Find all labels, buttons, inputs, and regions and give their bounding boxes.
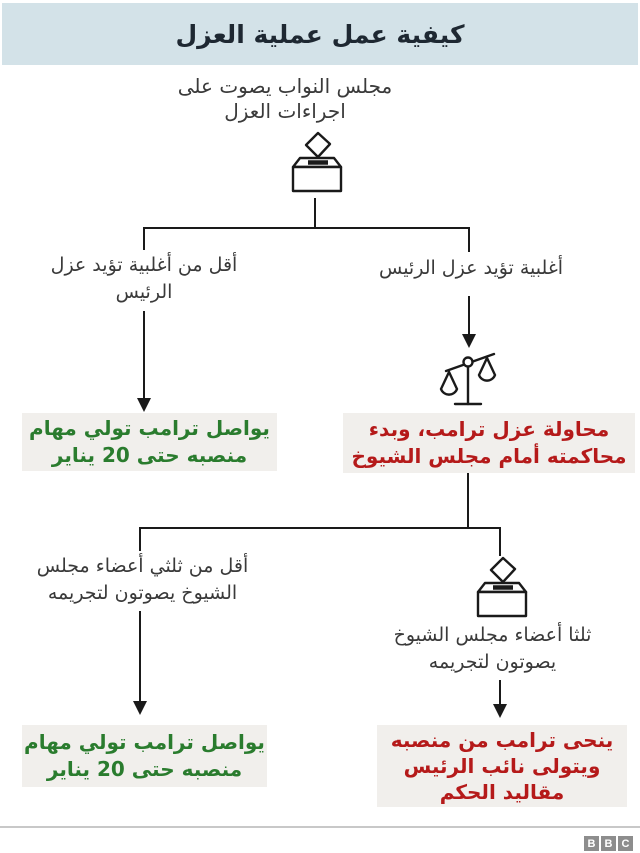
arrow-branch1-right-line — [468, 296, 470, 334]
arrow-branch2-left-line — [139, 611, 141, 701]
branch1-left-label: أقل من أغلبية تؤيد عزل الرئيس — [50, 254, 238, 303]
scales-of-justice-icon — [439, 352, 497, 406]
connector-branch-1 — [143, 227, 470, 229]
arrow-branch1-left-line — [143, 311, 145, 398]
title-bar: كيفية عمل عملية العزل — [2, 3, 638, 65]
connector-branch-2 — [139, 527, 501, 529]
ballot-box-icon — [476, 556, 528, 618]
arrow-branch2-right-line — [499, 680, 501, 704]
arrow-branch1-left-head — [137, 398, 151, 412]
connector-branch2-left-stub — [139, 527, 141, 551]
outcome-box-trump-stays-2: يواصل ترامب تولي مهام منصبه حتى 20 يناير — [22, 725, 267, 787]
ballot-box-icon — [291, 131, 343, 193]
branch2-left-label: أقل من ثلثي أعضاء مجلس الشيوخ يصوتون لتج… — [36, 555, 249, 604]
arrow-branch2-right-head — [493, 704, 507, 718]
connector-stem-2 — [467, 473, 469, 529]
branch2-right-label: ثلثا أعضاء مجلس الشيوخ يصوتون لتجريمه — [393, 624, 592, 673]
connector-branch1-right-stub — [468, 227, 470, 252]
start-node-label: مجلس النواب يصوت على اجراءات العزل — [177, 74, 393, 123]
connector-stem-1 — [314, 198, 316, 228]
bbc-logo: B B C — [584, 836, 633, 851]
page-title: كيفية عمل عملية العزل — [175, 19, 465, 49]
connector-branch1-left-stub — [143, 227, 145, 250]
branch1-right-label: أغلبية تؤيد عزل الرئيس — [378, 257, 564, 279]
connector-branch2-right-stub — [499, 527, 501, 556]
footer-divider — [0, 826, 640, 828]
outcome-box-senate-trial: محاولة عزل ترامب، وبدء محاكمته أمام مجلس… — [343, 413, 635, 473]
outcome-box-trump-removed: ينحى ترامب من منصبه ويتولى نائب الرئيس م… — [377, 725, 627, 807]
arrow-branch2-left-head — [133, 701, 147, 715]
arrow-branch1-right-head — [462, 334, 476, 348]
outcome-box-trump-stays-1: يواصل ترامب تولي مهام منصبه حتى 20 يناير — [22, 413, 277, 471]
